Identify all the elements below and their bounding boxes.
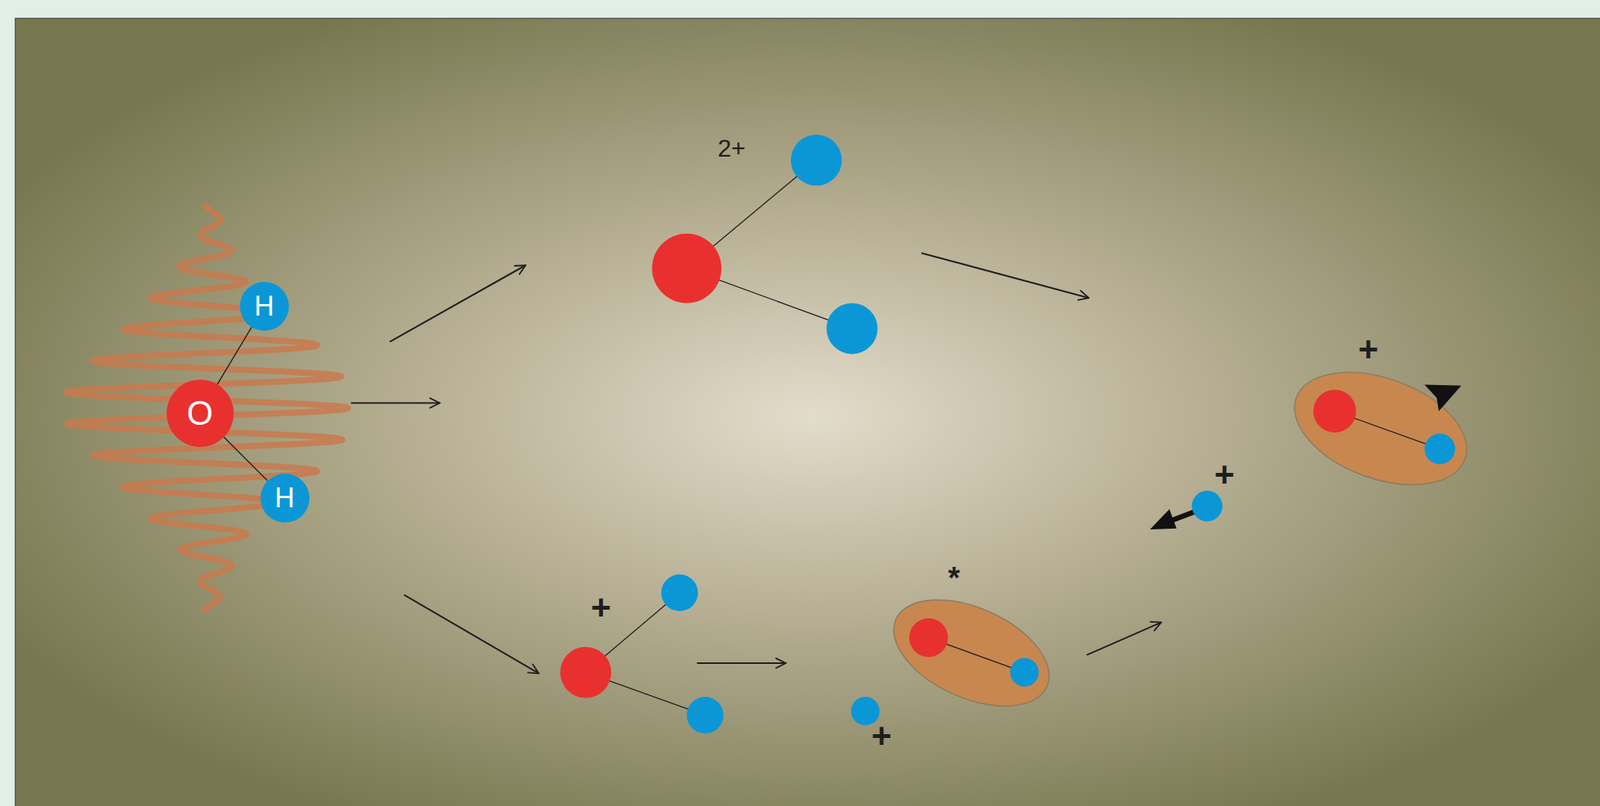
charge-label: + xyxy=(1214,458,1235,493)
charge-label: + xyxy=(590,590,612,626)
dication-molecule xyxy=(651,134,878,354)
excited-oh xyxy=(877,578,1066,728)
charge-label: + xyxy=(1358,332,1380,367)
atom-symbol: H xyxy=(275,484,295,512)
atom-circle: H xyxy=(239,281,289,331)
atom-circle: H xyxy=(260,473,310,523)
laser-pulse xyxy=(66,204,348,613)
atom-symbol: O xyxy=(187,396,214,431)
atom-circle: O xyxy=(166,379,234,447)
charge-label: * xyxy=(948,562,961,593)
charge-label: + xyxy=(871,719,893,754)
process-arrows xyxy=(350,252,1161,674)
charge-label: 2+ xyxy=(717,136,746,161)
atom-symbol: H xyxy=(254,292,275,321)
bond-line xyxy=(217,327,252,385)
oh-cation xyxy=(1279,350,1483,506)
fast-proton xyxy=(1149,490,1223,530)
bond-line xyxy=(223,437,268,481)
cation-molecule xyxy=(560,574,724,734)
background-panel xyxy=(15,18,1600,806)
